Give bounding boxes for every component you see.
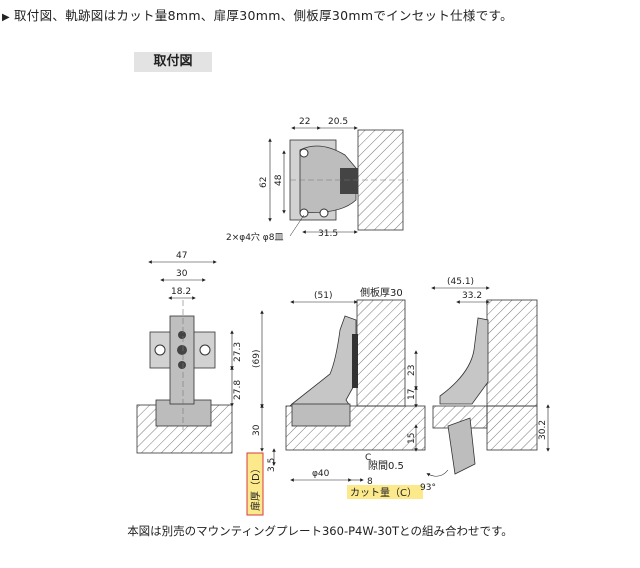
dim-30-side: 30 <box>252 424 262 436</box>
swing-view: 93° (45.1) 33.2 30.2 <box>420 277 550 493</box>
screw-hole-icon <box>299 208 309 218</box>
header: ▶ 取付図、軌跡図はカット量8mm、扉厚30mm、側板厚30mmでインセット仕様で… <box>2 5 638 25</box>
side-view-door <box>285 405 426 451</box>
dim-47: 47 <box>176 251 187 261</box>
swing-side-plate <box>486 299 538 407</box>
dim-31-5: 31.5 <box>318 229 338 239</box>
dim-17: 17 <box>407 389 417 400</box>
dim-30-2: 30.2 <box>538 420 548 440</box>
footer-note: 本図は別売のマウンティングプレート360-P4W-30Tとの組み合わせです。 <box>127 524 513 538</box>
side-view: (51) 側板厚30 (69) 30 3.5 23 17 15 C 隙間0.5 … <box>246 286 426 516</box>
dim-40: φ40 <box>312 469 330 479</box>
side-plate-label: 側板厚30 <box>360 286 403 299</box>
cut-amount-box <box>347 485 423 499</box>
screw-hole-icon <box>299 148 309 158</box>
cut-amount-label: カット量（C） <box>350 487 417 499</box>
screw-icon <box>177 345 187 355</box>
dim-15: 15 <box>407 433 417 444</box>
dim-27-3: 27.3 <box>233 342 243 362</box>
screw-icon <box>178 361 186 369</box>
top-view: 22 20.5 62 48 31.5 2×φ4穴 φ8皿 <box>226 117 408 243</box>
side-view-arm <box>289 315 357 407</box>
door-thickness-box <box>246 452 264 516</box>
screw-hole-icon <box>154 344 166 356</box>
door-thickness-label: 扉厚（D） <box>249 463 262 511</box>
screw-hole-icon <box>199 344 211 356</box>
side-plate <box>356 299 406 407</box>
dim-18-2: 18.2 <box>171 287 191 297</box>
dim-51: (51) <box>314 291 332 301</box>
swing-wall-lower <box>486 405 538 451</box>
dim-22: 22 <box>299 117 310 127</box>
front-view-arm <box>169 315 195 405</box>
dim-3-5: 3.5 <box>267 458 277 472</box>
dim-27-8: 27.8 <box>233 380 243 400</box>
dim-33-2: 33.2 <box>462 291 482 301</box>
side-view-plate <box>352 334 358 388</box>
dim-angle: 93° <box>420 483 436 493</box>
dim-48: 48 <box>274 174 284 186</box>
header-marker: ▶ <box>2 12 10 23</box>
dim-8: 8 <box>367 477 373 487</box>
front-view: 47 30 18.2 27.3 27.8 <box>136 251 243 454</box>
dim-45-1: (45.1) <box>447 277 474 287</box>
swing-arm <box>439 317 489 405</box>
dim-20-5: 20.5 <box>328 117 348 127</box>
dim-69: (69) <box>252 350 262 368</box>
dim-62: 62 <box>259 177 269 188</box>
dim-c: C <box>365 453 371 463</box>
screw-icon <box>178 331 186 339</box>
screw-hole-icon <box>319 208 329 218</box>
dim-23: 23 <box>407 365 417 376</box>
gap-label: 隙間0.5 <box>368 459 404 472</box>
dim-30: 30 <box>176 269 188 279</box>
header-text: 取付図、軌跡図はカット量8mm、扉厚30mm、側板厚30mmでインセット仕様です… <box>14 8 513 23</box>
side-view-cup <box>291 403 351 427</box>
section-tag: 取付図 <box>134 52 212 72</box>
top-view-connector <box>340 168 358 194</box>
swing-door <box>447 417 476 475</box>
hole-note: 2×φ4穴 φ8皿 <box>226 231 283 243</box>
